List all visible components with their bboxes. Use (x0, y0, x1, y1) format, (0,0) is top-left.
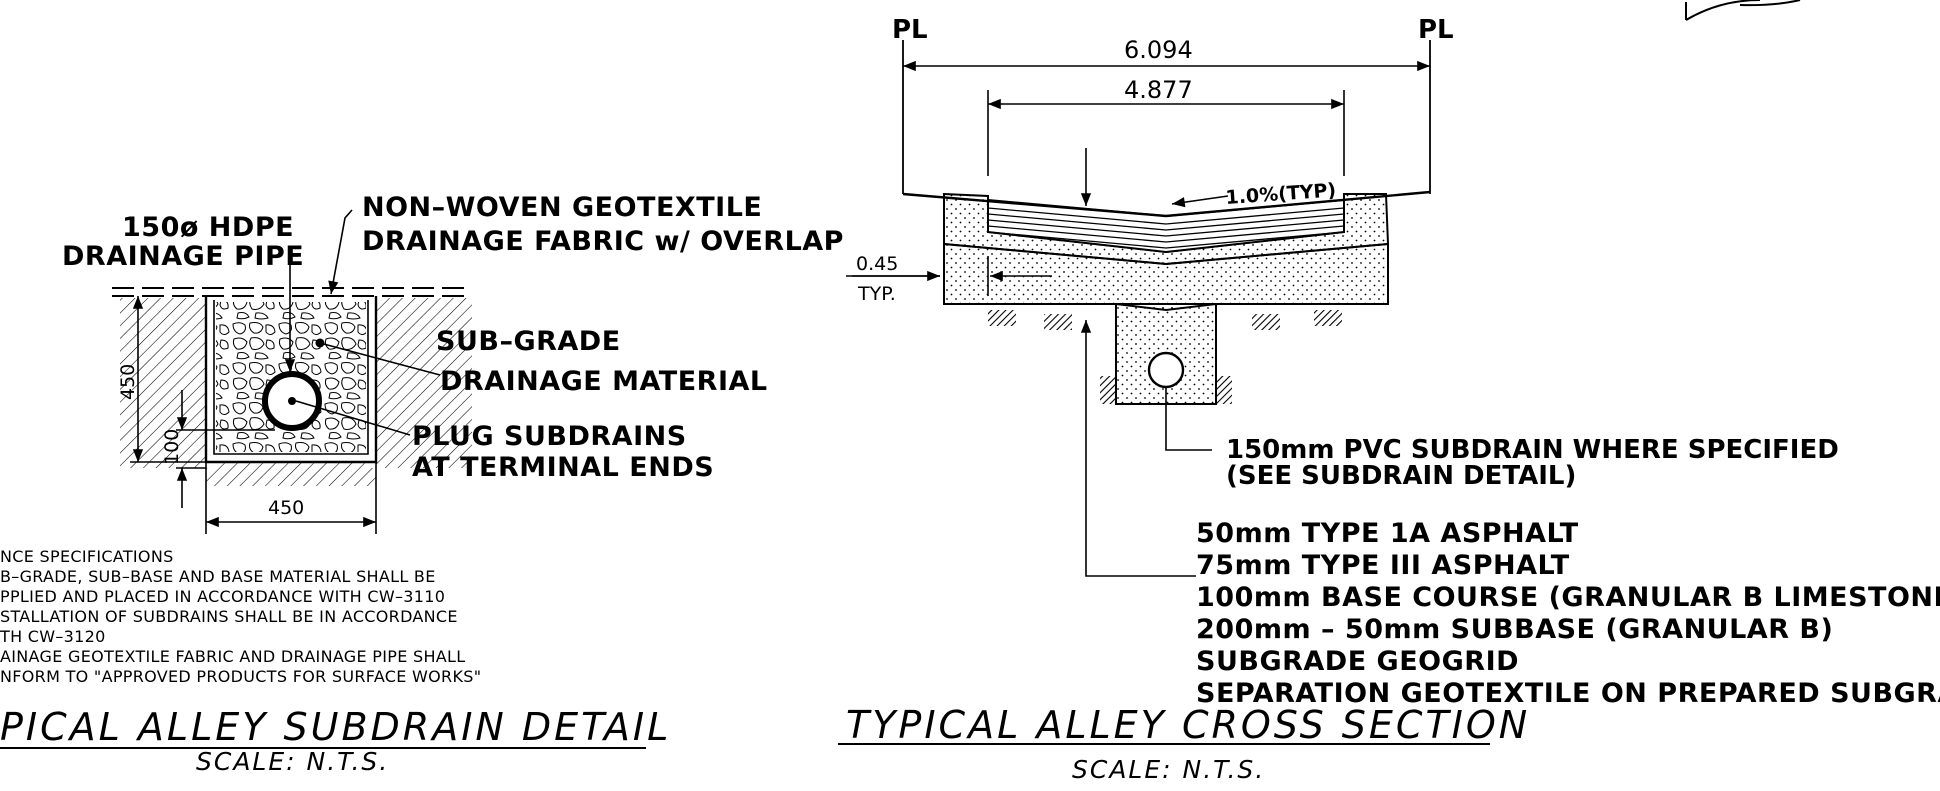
layer-label: SEPARATION GEOTEXTILE ON PREPARED SUBGRA… (1196, 678, 1940, 709)
pipe-label-2: DRAINAGE PIPE (62, 241, 304, 272)
pavement-dimension (987, 90, 1345, 176)
offset-dimension (176, 390, 275, 508)
layers-callout-leader (1080, 319, 1196, 577)
drainage-material-leader (319, 342, 441, 376)
edge-dimension (846, 256, 1052, 296)
ground-surface-line (112, 287, 470, 297)
subdrain-text: 150ø HDPE DRAINAGE PIPE NON–WOVEN GEOTEX… (0, 192, 844, 776)
cross-section-title: TYPICAL ALLEY CROSS SECTION (846, 703, 1530, 747)
pl-left: PL (892, 15, 928, 45)
layer-label: 50mm TYPE 1A ASPHALT (1196, 518, 1579, 549)
note-line: PPLIED AND PLACED IN ACCORDANCE WITH CW–… (0, 587, 445, 606)
layer-label: 200mm – 50mm SUBBASE (GRANULAR B) (1196, 614, 1833, 645)
note-line: AINAGE GEOTEXTILE FABRIC AND DRAINAGE PI… (0, 647, 465, 666)
cross-section-text: PL PL 6.094 4.877 1.0%(TYP) 0.45 TYP. 15… (846, 15, 1940, 784)
note-line: STALLATION OF SUBDRAINS SHALL BE IN ACCO… (0, 607, 458, 626)
pl-right: PL (1418, 15, 1454, 45)
subdrain-callout-2: (SEE SUBDRAIN DETAIL) (1226, 461, 1576, 491)
pipe-label-1: 150ø HDPE (122, 212, 294, 243)
fabric-label-1: NON–WOVEN GEOTEXTILE (362, 192, 762, 223)
subgrade-label: SUB–GRADE (436, 326, 621, 357)
road-surface (902, 190, 1431, 218)
subdrain-scale: SCALE: N.T.S. (196, 747, 389, 776)
cross-section-scale: SCALE: N.T.S. (1072, 755, 1265, 784)
overall-dim-text: 6.094 (1124, 36, 1193, 64)
subdrain-title: PICAL ALLEY SUBDRAIN DETAIL (0, 705, 671, 749)
depth-dim-text: 450 (117, 364, 139, 400)
drainage-material-label: DRAINAGE MATERIAL (440, 366, 768, 397)
pvc-subdrain (1147, 351, 1185, 389)
edge-dim-text-1: 0.45 (856, 253, 898, 275)
plug-label-1: PLUG SUBDRAINS (412, 421, 687, 452)
width-dim-text: 450 (268, 497, 304, 519)
pipe-leader (284, 255, 298, 373)
north-arrow-fragment (1685, 0, 1801, 21)
geogrid-pads (988, 310, 1342, 404)
trench-outline (204, 296, 378, 464)
note-line: TH CW–3120 (0, 627, 106, 646)
note-line: NFORM TO "APPROVED PRODUCTS FOR SURFACE … (0, 667, 481, 686)
edge-dim-text-2: TYP. (857, 283, 896, 305)
cross-section (838, 0, 1801, 745)
offset-dim-text: 100 (161, 429, 183, 465)
note-line: NCE SPECIFICATIONS (0, 547, 174, 566)
subdrain-callout-1: 150mm PVC SUBDRAIN WHERE SPECIFIED (1226, 435, 1839, 465)
depth-dimension (130, 295, 206, 463)
fabric-leader (328, 209, 353, 295)
plug-label-2: AT TERMINAL ENDS (412, 452, 714, 483)
note-line: B–GRADE, SUB–BASE AND BASE MATERIAL SHAL… (0, 567, 436, 586)
subdrain-detail (0, 209, 646, 749)
plug-leader (295, 400, 411, 436)
slope-arrow (1171, 195, 1229, 208)
layer-label: SUBGRADE GEOGRID (1196, 646, 1519, 677)
subdrain-callout-leader (1165, 387, 1212, 451)
asphalt-lines (987, 207, 1345, 249)
width-dimension (205, 462, 377, 534)
pavement-dim-text: 4.877 (1124, 76, 1193, 104)
layer-label: 75mm TYPE III ASPHALT (1196, 550, 1570, 581)
fabric-label-2: DRAINAGE FABRIC w/ OVERLAP (362, 226, 844, 257)
layer-label: 100mm BASE COURSE (GRANULAR B LIMESTONE) (1196, 582, 1940, 613)
geotextile-fabric (213, 300, 369, 455)
